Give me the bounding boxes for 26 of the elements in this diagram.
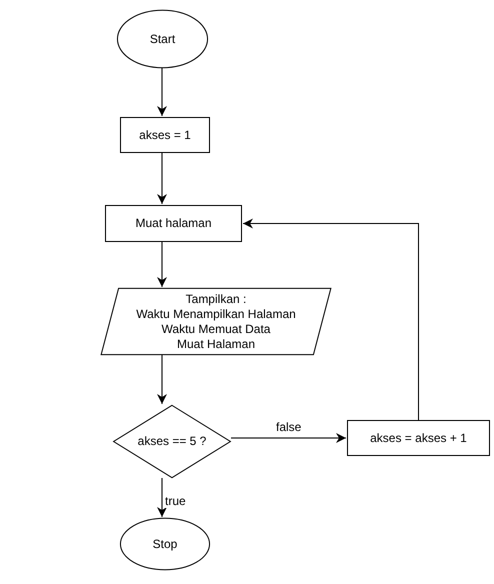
node-text: Muat halaman — [135, 216, 212, 231]
node-text: Start — [150, 32, 176, 46]
edge-label: false — [275, 420, 302, 434]
arrow — [157, 152, 167, 204]
arrow — [157, 242, 167, 288]
node-text: akses = akses + 1 — [370, 430, 467, 446]
io-parallelogram — [100, 288, 332, 355]
node-text: Muat Halaman — [176, 336, 256, 352]
process-box — [347, 420, 490, 456]
edge-label: true — [164, 494, 187, 508]
node-text: Waktu Menampilkan Halaman — [136, 306, 296, 322]
node-text: Tampilkan : — [186, 292, 246, 306]
node-text: Waktu Memuat Data — [162, 322, 270, 336]
node-text: akses == 5 ? — [138, 434, 206, 449]
decision-diamond — [113, 405, 231, 478]
node-text: akses = 1 — [139, 128, 191, 142]
arrow — [157, 478, 167, 518]
arrow — [230, 433, 346, 443]
process-box — [120, 117, 210, 153]
terminator-ellipse — [117, 10, 208, 68]
process-box — [105, 205, 242, 242]
arrow — [242, 218, 419, 420]
terminator-ellipse — [120, 518, 210, 570]
arrow — [157, 354, 167, 404]
node-text: Stop — [152, 536, 178, 552]
arrow — [157, 68, 167, 116]
